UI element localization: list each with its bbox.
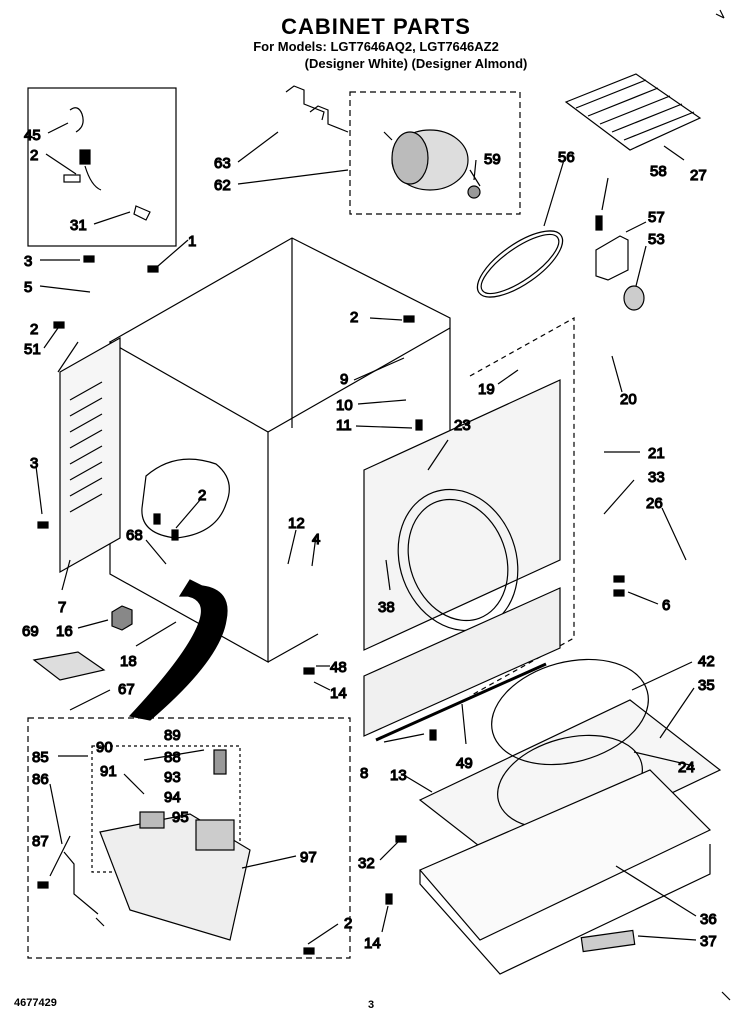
- wiring-part: [63, 107, 151, 221]
- callout: 10: [336, 397, 353, 414]
- callout: 6: [662, 597, 670, 614]
- callout: 31: [70, 217, 87, 234]
- callout: 13: [390, 767, 407, 784]
- assembly-arrow: [128, 579, 228, 721]
- callout: 94: [164, 789, 181, 806]
- callout: 45: [24, 127, 41, 144]
- base: [418, 658, 722, 975]
- corner-mark: [715, 9, 725, 19]
- callout: 58: [650, 163, 667, 180]
- callout: 14: [364, 935, 381, 952]
- toe-panel: [363, 587, 561, 737]
- callout: 2: [198, 487, 206, 504]
- idler-pulley: [623, 285, 645, 311]
- callout: 2: [344, 915, 352, 932]
- callout: 48: [330, 659, 347, 676]
- corner-mark: [721, 991, 731, 1001]
- callout: 97: [300, 849, 317, 866]
- callout: 68: [126, 527, 143, 544]
- front-panel-outline: [469, 316, 575, 697]
- callout: 87: [32, 833, 49, 850]
- callout: 91: [100, 763, 117, 780]
- callout: 14: [330, 685, 347, 702]
- callout: 63: [214, 155, 231, 172]
- callout: 5: [24, 279, 32, 296]
- toe-panel-slot: [375, 662, 547, 742]
- motor: [383, 129, 481, 199]
- gas-valve-burner-assembly: [63, 749, 251, 941]
- callout: 57: [648, 209, 665, 226]
- callout: 1: [188, 233, 196, 250]
- callout: 20: [620, 391, 637, 408]
- page-title: CABINET PARTS: [281, 14, 471, 39]
- part-37: [580, 929, 636, 953]
- callout: 86: [32, 771, 49, 788]
- side-panel: [59, 336, 121, 574]
- gas-valve-box: [27, 717, 351, 959]
- callout: 2: [350, 309, 358, 326]
- page-number: 3: [368, 999, 375, 1011]
- belt-inner: [480, 233, 560, 295]
- callout: 37: [700, 933, 717, 950]
- callout: 12: [288, 515, 305, 532]
- rack-27: [564, 73, 702, 151]
- heat-shield: [141, 458, 230, 539]
- callout: 89: [164, 727, 181, 744]
- callout: 88: [164, 749, 181, 766]
- callout: 9: [340, 371, 348, 388]
- callout: 27: [690, 167, 707, 184]
- model-numbers: For Models: LGT7646AQ2, LGT7646AZ2: [253, 39, 499, 54]
- front-bulkhead: [363, 379, 561, 651]
- idler-bracket: [595, 235, 629, 281]
- callout: 56: [558, 149, 575, 166]
- color-variants: (Designer White) (Designer Almond): [304, 56, 528, 71]
- callout: 59: [484, 151, 501, 168]
- rear-seal: [491, 658, 649, 766]
- callout: 51: [24, 341, 41, 358]
- callout: 49: [456, 755, 473, 772]
- callout: 2: [30, 147, 38, 164]
- inset-box-wiring: [27, 87, 177, 247]
- callout: 69: [22, 623, 39, 640]
- callout: 38: [378, 599, 395, 616]
- screws: [37, 255, 625, 955]
- callout: 26: [646, 495, 663, 512]
- motor-inset-box: [349, 91, 521, 215]
- pad-69: [32, 651, 106, 681]
- callout-labels: 45 2 31 63 62 59 56 58 27 57 53 1 3 5 2 …: [21, 126, 717, 952]
- callout: 21: [648, 445, 665, 462]
- callout: 19: [478, 381, 495, 398]
- callout: 11: [336, 417, 352, 434]
- callout: 85: [32, 749, 49, 766]
- callout: 53: [648, 231, 665, 248]
- callout: 24: [678, 759, 695, 776]
- leveling-leg: [111, 605, 133, 631]
- callout: 67: [118, 681, 135, 698]
- callout: 33: [648, 469, 665, 486]
- callout: 3: [30, 455, 38, 472]
- callout: 36: [700, 911, 717, 928]
- callout: 35: [698, 677, 715, 694]
- callout: 93: [164, 769, 181, 786]
- callout: 2: [30, 321, 38, 338]
- callout: 18: [120, 653, 137, 670]
- leader-lines: [35, 122, 697, 945]
- callout: 62: [214, 177, 231, 194]
- callout: 16: [56, 623, 73, 640]
- callout: 7: [58, 599, 66, 616]
- drum-support-bracket: [285, 85, 349, 133]
- callout: 42: [698, 653, 715, 670]
- document-number: 4677429: [14, 997, 57, 1009]
- belt: [476, 230, 564, 298]
- callout: 8: [360, 765, 368, 782]
- callout: 23: [454, 417, 471, 434]
- callout: 90: [96, 739, 113, 756]
- callout: 4: [312, 531, 320, 548]
- screw-58: [595, 215, 603, 231]
- callout: 32: [358, 855, 375, 872]
- callout: 3: [24, 253, 32, 270]
- callout: 95: [172, 809, 189, 826]
